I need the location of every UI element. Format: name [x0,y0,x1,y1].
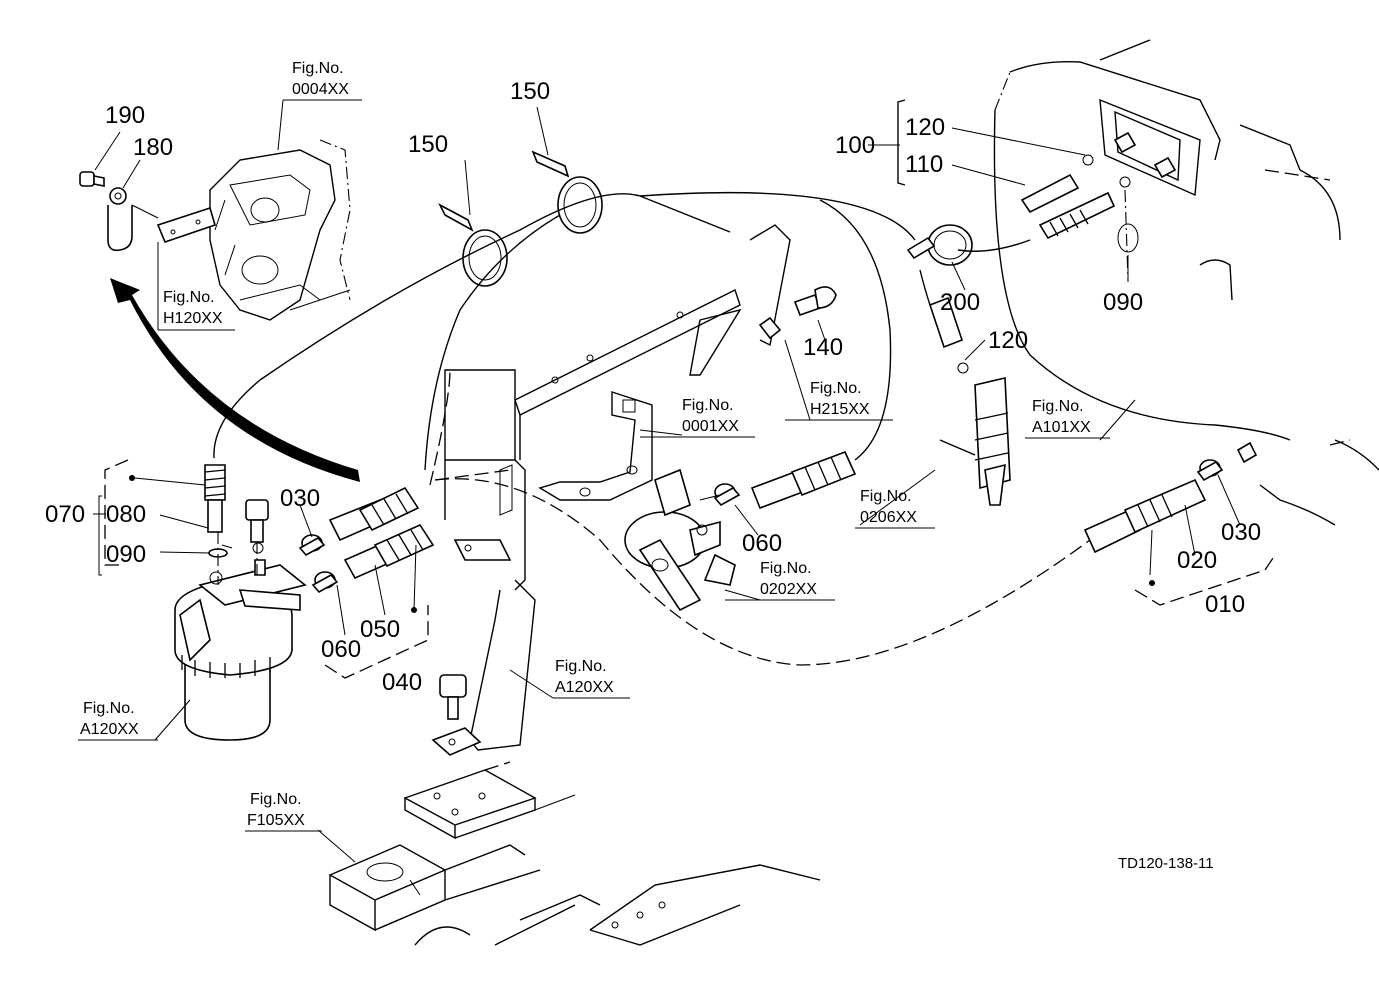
svg-text:0202XX: 0202XX [760,581,817,598]
label-040: 040 [382,669,422,696]
direction-arrow [110,278,360,482]
svg-text:Fig.No.: Fig.No. [163,289,215,306]
fuel-hose-050 [328,486,435,580]
fig-ref-0202XX: Fig.No. 0202XX [725,560,835,601]
svg-text:0206XX: 0206XX [860,509,917,526]
svg-text:Fig.No.: Fig.No. [292,60,344,77]
fuel-filter [174,542,307,741]
fig-ref-A120XX-bracket: Fig.No. A120XX [553,658,630,699]
svg-text:Fig.No.: Fig.No. [760,560,812,577]
label-020: 020 [1177,547,1217,574]
drawing-id: TD120-138-11 [1118,855,1214,872]
screw-190 [79,171,105,187]
fig-ref-0004XX: Fig.No. 0004XX [283,60,362,101]
hose-clamp-200 [906,224,973,266]
vertical-bracket [444,369,536,751]
mounting-bolt [431,674,482,756]
frame [328,844,821,946]
bolt-140 [758,286,837,340]
return-hose-010 [1083,441,1258,554]
support-bracket [514,224,791,501]
label-010: 010 [1205,591,1245,618]
svg-text:F105XX: F105XX [247,812,305,829]
part-labels: 190 180 150 150 100 120 110 200 090 120 … [45,78,1261,696]
fig-ref-H120XX: Fig.No. H120XX [163,289,223,327]
base-plate [403,761,576,840]
fig-ref-A120XX-filter: Fig.No. A120XX [78,700,158,741]
label-060-right: 060 [742,530,782,557]
svg-text:H215XX: H215XX [810,401,870,418]
leader-lines [94,99,1241,863]
label-120-top: 120 [905,114,945,141]
label-190: 190 [105,102,145,129]
label-140: 140 [803,334,843,361]
fuel-pipe-routing [213,191,1091,666]
banjo-bolt-080 [204,464,233,585]
label-090-left: 090 [106,541,146,568]
svg-text:A120XX: A120XX [555,679,614,696]
pump-hose [750,450,857,510]
fig-ref-0206XX: Fig.No. 0206XX [855,488,935,529]
label-030-left: 030 [280,485,320,512]
pipe-clamp-180 [107,187,159,252]
svg-text:Fig.No.: Fig.No. [555,658,607,675]
label-070: 070 [45,501,85,528]
label-080: 080 [106,501,146,528]
band-clamp-150-right [531,150,603,234]
label-180: 180 [133,134,173,161]
svg-text:A101XX: A101XX [1032,419,1091,436]
label-050: 050 [360,616,400,643]
label-200: 200 [940,289,980,316]
band-clamp-150-left [438,203,508,287]
assembly-brackets [104,99,1276,679]
svg-text:Fig.No.: Fig.No. [1032,398,1084,415]
label-060-left: 060 [321,636,361,663]
label-150-left: 150 [408,131,448,158]
svg-text:0001XX: 0001XX [682,418,739,435]
fuel-pump [624,468,736,612]
label-090-right: 090 [1103,289,1143,316]
svg-text:A120XX: A120XX [80,721,139,738]
label-030-right: 030 [1221,519,1261,546]
label-150-right: 150 [510,78,550,105]
filter-bolt [245,499,269,575]
svg-text:Fig.No.: Fig.No. [682,397,734,414]
tank-fittings [1020,131,1177,281]
svg-text:0004XX: 0004XX [292,81,349,98]
fig-ref-F105XX: Fig.No. F105XX [245,791,322,832]
label-connectors [93,144,880,576]
pipe-clamp-bracket [156,206,216,330]
svg-text:Fig.No.: Fig.No. [860,488,912,505]
label-120-mid: 120 [988,327,1028,354]
svg-text:Fig.No.: Fig.No. [250,791,302,808]
svg-text:Fig.No.: Fig.No. [83,700,135,717]
fig-ref-0001XX: Fig.No. 0001XX [640,397,755,438]
fuel-tank [993,39,1379,526]
fig-ref-A101XX: Fig.No. A101XX [1025,398,1110,439]
engine-block-outline [209,139,351,321]
hose-clamps-030-060 [298,483,741,594]
svg-text:H120XX: H120XX [163,310,223,327]
label-110: 110 [905,151,943,178]
fig-ref-H215XX: Fig.No. H215XX [785,380,893,421]
injector [929,296,1011,506]
svg-text:Fig.No.: Fig.No. [810,380,862,397]
